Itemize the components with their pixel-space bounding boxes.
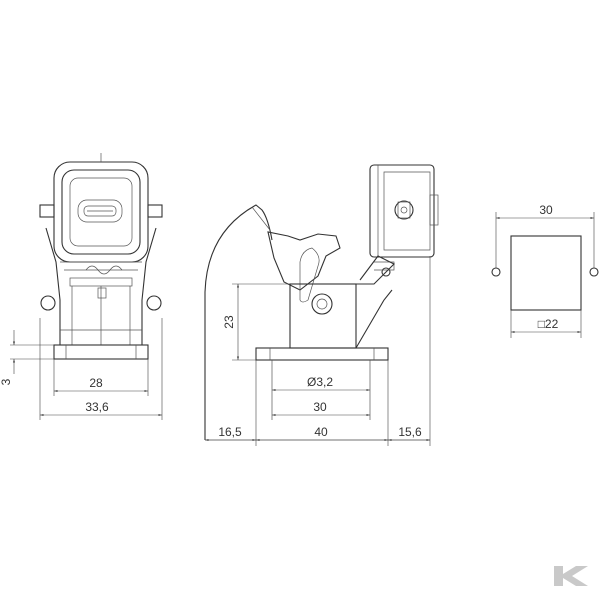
front-dim-inner-width-label: 28 bbox=[89, 376, 103, 390]
top-dim-width-label: 30 bbox=[539, 203, 553, 217]
side-view-base bbox=[255, 255, 395, 420]
front-view-base bbox=[53, 344, 149, 360]
side-dim-chain: 16,5 40 15,6 bbox=[205, 256, 431, 446]
top-view-hole-right bbox=[589, 267, 599, 277]
top-dim-square: □22 bbox=[510, 310, 582, 338]
front-view-nameplate bbox=[77, 199, 123, 223]
front-dim-height-label: 3 bbox=[0, 378, 13, 385]
front-dim-height: 3 bbox=[0, 330, 54, 385]
front-view: 3 28 33,6 bbox=[0, 153, 163, 420]
front-view-housing bbox=[53, 153, 149, 263]
side-view-profile bbox=[204, 204, 273, 440]
side-view: 23 Ø3,2 30 16,5 40 15,6 bbox=[204, 164, 439, 446]
side-dim-hole-spacing-label: 30 bbox=[313, 400, 327, 414]
top-view-body bbox=[510, 235, 582, 311]
top-view-hole-left bbox=[491, 267, 501, 277]
side-view-hood bbox=[369, 164, 439, 277]
front-dim-outer-width: 33,6 bbox=[39, 318, 163, 420]
front-dim-inner-width: 28 bbox=[53, 359, 149, 396]
k-brand-logo bbox=[554, 566, 588, 586]
front-dim-outer-width-label: 33,6 bbox=[85, 400, 109, 414]
front-view-lock-pins bbox=[39, 204, 163, 218]
top-dim-width: 30 bbox=[495, 203, 595, 268]
side-dim-hole-label: Ø3,2 bbox=[307, 375, 333, 389]
side-dim-height-label: 23 bbox=[222, 315, 236, 329]
front-view-body bbox=[40, 227, 162, 345]
side-dim-hole-spacing: 30 bbox=[272, 400, 370, 417]
top-dim-square-label: □22 bbox=[538, 317, 559, 331]
side-dim-hole: Ø3,2 bbox=[272, 375, 370, 392]
side-dim-right-overhang-label: 15,6 bbox=[398, 425, 422, 439]
top-view: 30 □22 bbox=[491, 203, 599, 338]
side-dim-left-overhang-label: 16,5 bbox=[218, 425, 242, 439]
side-view-lever bbox=[267, 231, 341, 303]
side-dim-height: 23 bbox=[222, 283, 290, 361]
side-dim-base-length-label: 40 bbox=[314, 425, 328, 439]
